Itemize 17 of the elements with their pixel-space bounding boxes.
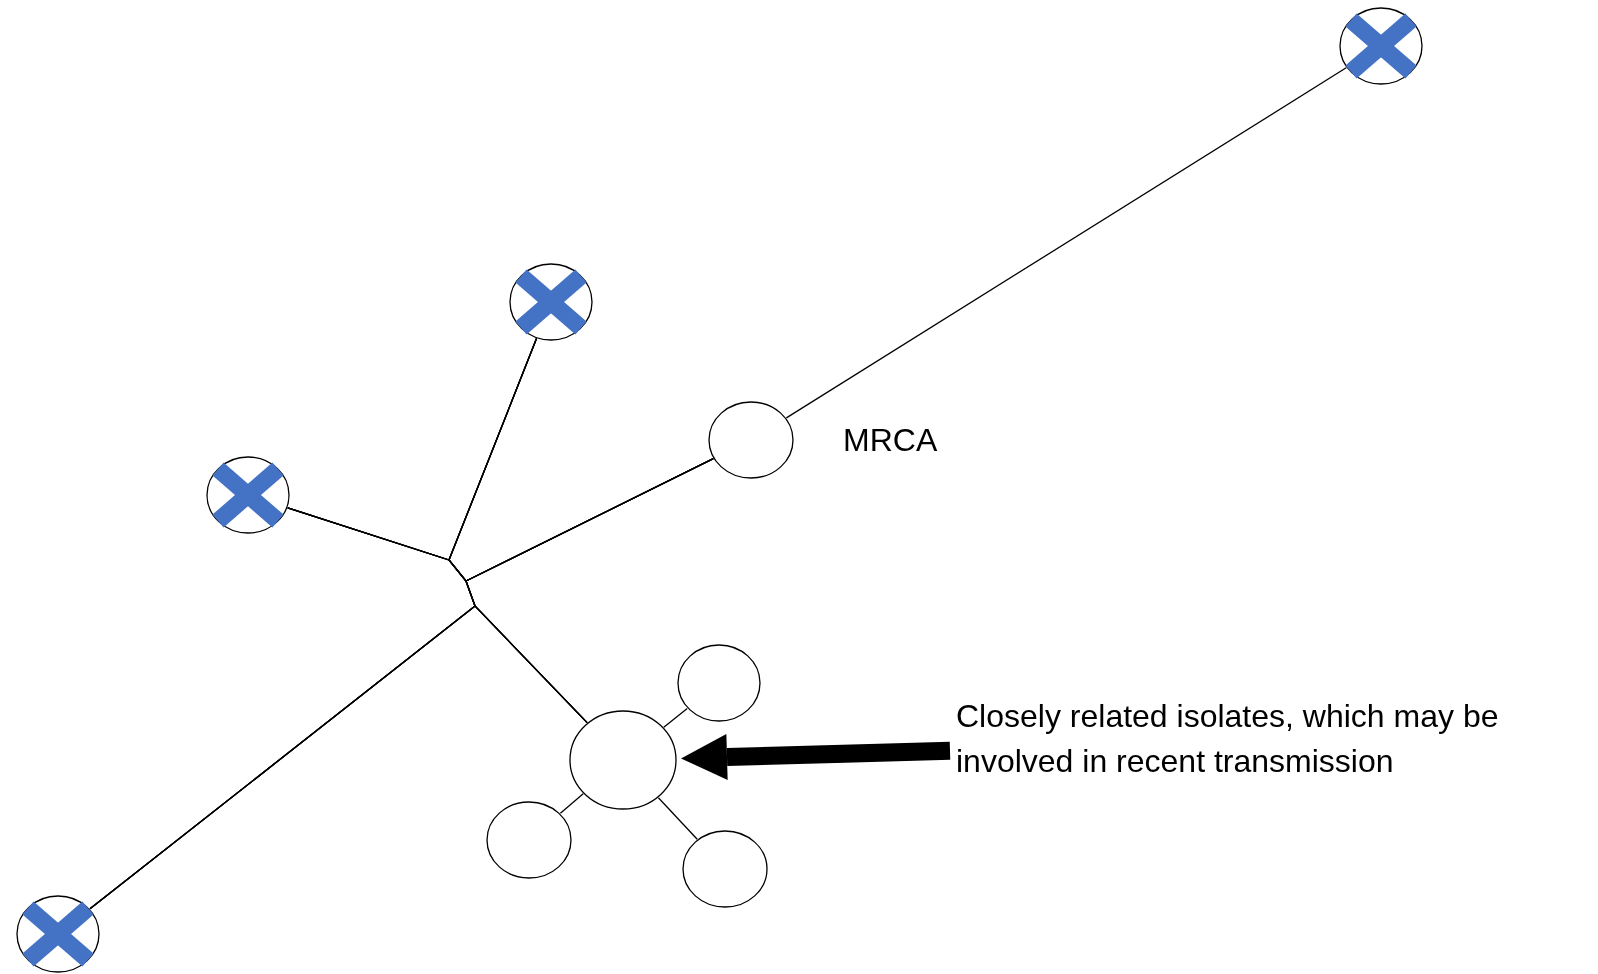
annotation-text: Closely related isolates, which may be involved in recent transmission bbox=[956, 694, 1576, 784]
node-caption: MRCA bbox=[843, 422, 938, 459]
isolate-circle bbox=[509, 263, 593, 341]
isolate-circle bbox=[206, 456, 290, 534]
isolate-circle bbox=[677, 644, 761, 722]
isolate-circle bbox=[569, 710, 677, 810]
isolate-circle bbox=[16, 895, 100, 973]
tree-branch bbox=[559, 793, 584, 814]
tree-branch bbox=[663, 707, 688, 728]
tree-branch bbox=[89, 605, 588, 910]
isolate-circle bbox=[486, 801, 572, 879]
isolate-circle bbox=[1339, 7, 1423, 85]
arrow bbox=[681, 734, 951, 781]
isolate-circle bbox=[708, 401, 794, 479]
isolate-circle bbox=[682, 830, 768, 908]
tree-branch bbox=[657, 797, 698, 840]
tree-branch bbox=[785, 67, 1347, 419]
